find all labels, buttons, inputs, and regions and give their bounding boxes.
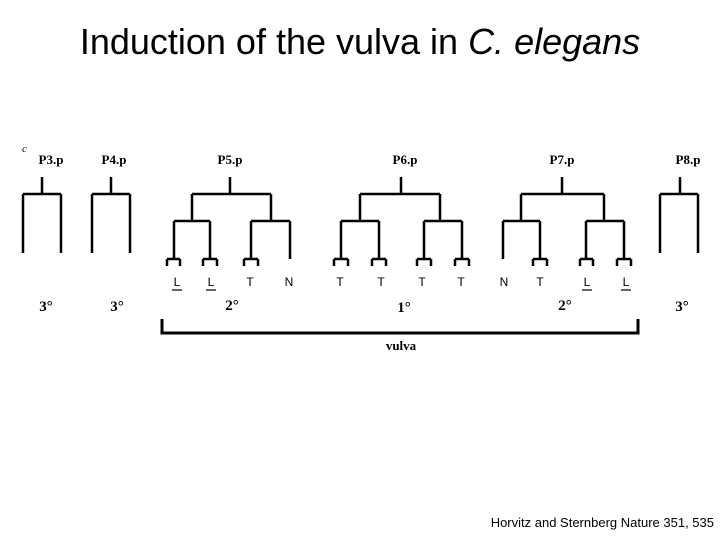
cell-name-p5p: P5.p [218,152,243,167]
fate-class-p3p: 3° [39,299,53,315]
fate-class-p4p: 3° [110,299,124,315]
fate-class-p5p: 2° [225,298,239,314]
progeny-fate: T [246,275,254,289]
progeny-fate: T [377,275,385,289]
lineage-p6p [332,177,471,266]
title-main-text: Induction of the vulva in [79,21,469,62]
corner-mark: c [22,143,27,155]
lineage-p7p [501,177,633,266]
cell-p5p: P5.p L L T N 2° [165,152,294,314]
cell-name-p3p: P3.p [39,152,64,167]
cell-name-p4p: P4.p [102,152,127,167]
lineage-p8p [658,177,700,253]
vulva-bracket: vulva [160,319,640,353]
progeny-fate: T [418,275,426,289]
fate-class-p6p: 1° [397,300,411,316]
vulva-bracket-line [160,319,640,335]
lineage-p5p [165,177,292,266]
lineage-p3p [21,177,63,253]
progeny-fate: T [536,275,544,289]
lineage-p4p [90,177,132,253]
cell-p4p: P4.p 3° [90,152,132,315]
citation: Horvitz and Sternberg Nature 351, 535 [490,515,714,530]
progeny-fate: L [623,275,630,289]
vulva-label: vulva [386,338,417,353]
fate-class-p8p: 3° [675,299,689,315]
progeny-fate: T [457,275,465,289]
progeny-fate: T [336,275,344,289]
slide-title: Induction of the vulva in C. elegans [0,18,720,66]
progeny-fate: N [500,275,509,289]
progeny-fate: N [285,275,294,289]
progeny-fate: L [174,275,181,289]
cell-name-p8p: P8.p [676,152,701,167]
cell-p6p: P6.p T T T T 1° [332,152,471,316]
cell-p8p: P8.p 3° [658,152,701,315]
cell-p7p: P7.p N T L L 2° [500,152,633,314]
progeny-fate: L [584,275,591,289]
cell-name-p6p: P6.p [393,152,418,167]
fate-class-p7p: 2° [558,298,572,314]
corner-mark-text: c [22,143,27,155]
progeny-fate: L [208,275,215,289]
cell-p3p: P3.p 3° [21,152,64,315]
title-species-text: C. elegans [468,21,641,62]
cell-name-p7p: P7.p [550,152,575,167]
